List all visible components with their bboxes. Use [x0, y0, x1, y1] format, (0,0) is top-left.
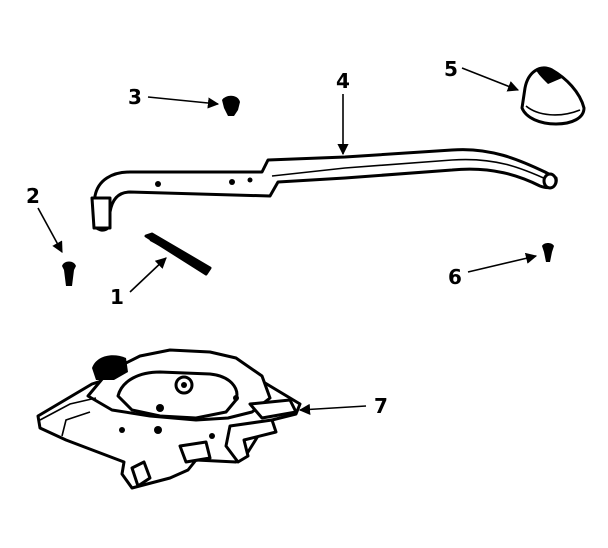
part-4-lever — [90, 148, 558, 232]
callout-label-6: 6 — [448, 265, 462, 289]
callout-7: 7 — [298, 394, 388, 418]
part-6-screw — [542, 243, 554, 262]
callout-2: 2 — [26, 184, 63, 253]
callout-label-3: 3 — [128, 85, 142, 109]
callout-label-5: 5 — [444, 57, 458, 81]
callout-4: 4 — [336, 69, 350, 156]
callout-label-7: 7 — [374, 394, 388, 418]
callout-5: 5 — [444, 57, 520, 92]
callout-label-1: 1 — [110, 285, 124, 309]
part-2-screw — [62, 261, 76, 286]
part-7-shifter-assembly — [36, 348, 302, 490]
callout-3: 3 — [128, 85, 220, 109]
part-3-screw — [222, 95, 240, 116]
callout-label-2: 2 — [26, 184, 40, 208]
callout-6: 6 — [448, 252, 538, 289]
part-1-pin — [144, 232, 212, 276]
part-5-knob — [520, 66, 586, 126]
callout-label-4: 4 — [336, 69, 350, 93]
callout-1: 1 — [110, 257, 167, 309]
